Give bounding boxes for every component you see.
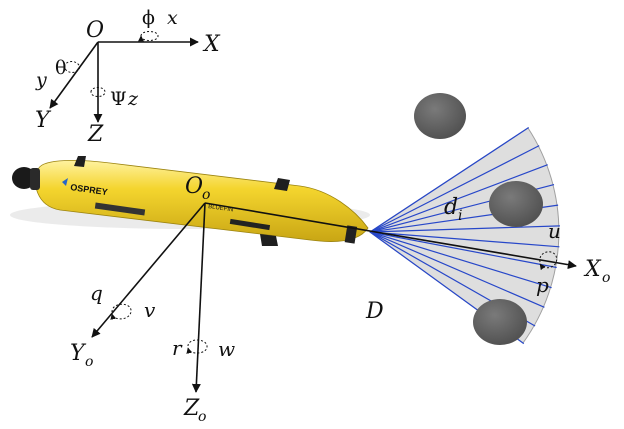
yaw-rate-label: r: [172, 336, 183, 360]
world-y-axis: [49, 41, 99, 109]
roll-rate-label: p: [536, 273, 549, 297]
sonar-beam: [369, 231, 545, 308]
body-z-axis: [191, 202, 206, 393]
roll-rotation-icon: [539, 251, 558, 271]
sonar-beam: [369, 231, 552, 289]
vehicle-bottom-fin: [260, 234, 278, 246]
world-psi-label: Ψ: [110, 88, 127, 110]
body-y-subscript: o: [85, 354, 93, 370]
vehicle-top-fin-rear: [274, 178, 290, 191]
sonar-beam: [369, 164, 548, 233]
world-phi-label: ϕ: [142, 7, 155, 29]
world-y-rotation-icon: [64, 61, 80, 73]
vehicle-nose-ring: [30, 168, 40, 190]
sonar-beam-subscript: i: [458, 208, 462, 224]
world-z-lin-label: z: [127, 88, 139, 110]
world-z-rotation-icon: [90, 87, 106, 97]
vehicle-side-text: BLUEFIN: [208, 204, 234, 213]
sonar-beam: [369, 145, 540, 233]
world-x-lin-label: x: [167, 7, 178, 29]
body-origin-label: O: [185, 174, 203, 199]
sonar-beam: [369, 225, 560, 233]
world-x-label: X: [202, 32, 221, 57]
body-x-subscript: o: [602, 270, 610, 286]
body-z-subscript: o: [198, 409, 206, 425]
vehicle-top-fin-front: [74, 156, 86, 167]
heave-label: w: [218, 337, 235, 361]
auv-vehicle: OSPREY BLUEFIN: [10, 156, 370, 246]
sonar-range-label: D: [365, 299, 384, 324]
sonar-beam: [369, 231, 560, 248]
sway-label: v: [144, 298, 156, 322]
vehicle-tail-band: [344, 225, 358, 244]
body-frame: O o X o Y o Z o u p q v r w: [70, 174, 610, 425]
pitch-rotation-icon: [110, 303, 132, 320]
body-z-label: Z: [183, 396, 200, 421]
world-z-label: Z: [87, 122, 104, 147]
vehicle-underside-pod: [94, 202, 146, 216]
body-x-label: X: [583, 257, 602, 282]
vehicle-side-stripe: [229, 218, 271, 231]
body-origin-subscript: o: [202, 187, 210, 203]
world-x-rotation-icon: [138, 31, 159, 42]
sonar-beam: [369, 126, 530, 233]
world-origin-label: O: [86, 18, 104, 43]
obstacle-bottom: [473, 299, 527, 345]
sonar-beam: [369, 231, 557, 269]
surge-label: u: [548, 219, 561, 243]
pitch-rate-label: q: [90, 281, 103, 305]
world-frame: O X Y Z ϕ x θ y Ψ z: [35, 7, 221, 147]
obstacle-middle: [489, 181, 543, 227]
sonar-beam-label: d: [444, 195, 458, 220]
world-y-label: Y: [35, 108, 52, 133]
vehicle-brand-icon: [62, 178, 68, 186]
world-y-lin-label: y: [35, 69, 47, 91]
body-x-axis: [204, 202, 577, 270]
world-theta-label: θ: [55, 57, 66, 79]
yaw-rotation-icon: [186, 339, 208, 354]
obstacle-top: [414, 93, 466, 139]
body-y-label: Y: [70, 341, 87, 366]
obstacles: [414, 93, 543, 345]
